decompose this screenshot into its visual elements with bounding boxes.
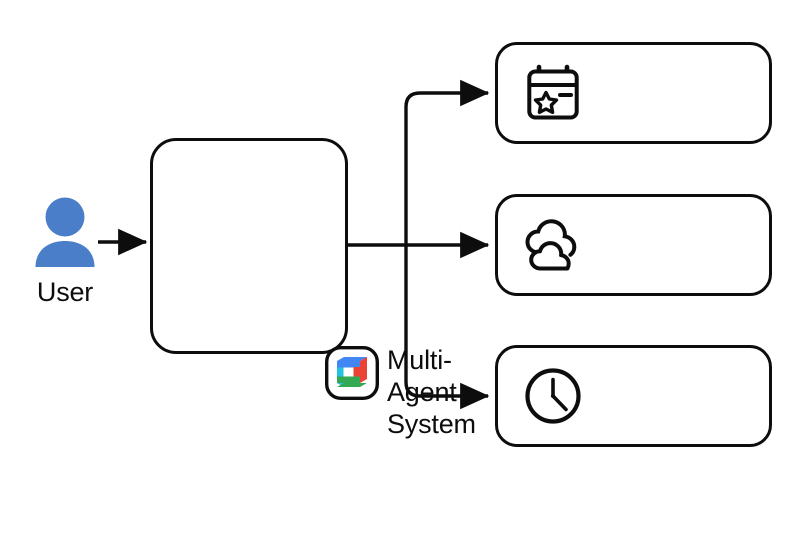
agent-box-time-query[interactable]: Time Query	[495, 345, 772, 447]
multi-agent-app-icon	[325, 346, 379, 400]
cloud-icon	[524, 216, 582, 274]
agent-box-event-lookup[interactable]: Event Lookup	[495, 42, 772, 144]
clock-icon	[524, 367, 582, 425]
arrow-hub-to-event-lookup	[404, 79, 490, 245]
multi-agent-system-box[interactable]: Multi- Agent System	[150, 138, 476, 439]
user-avatar-icon	[33, 197, 97, 267]
agent-box-weather-agent[interactable]: Weather Agent	[495, 194, 772, 296]
multi-agent-system-label: Multi- Agent System	[387, 345, 476, 439]
user-label: User	[36, 277, 94, 307]
calendar-star-icon	[524, 64, 582, 122]
